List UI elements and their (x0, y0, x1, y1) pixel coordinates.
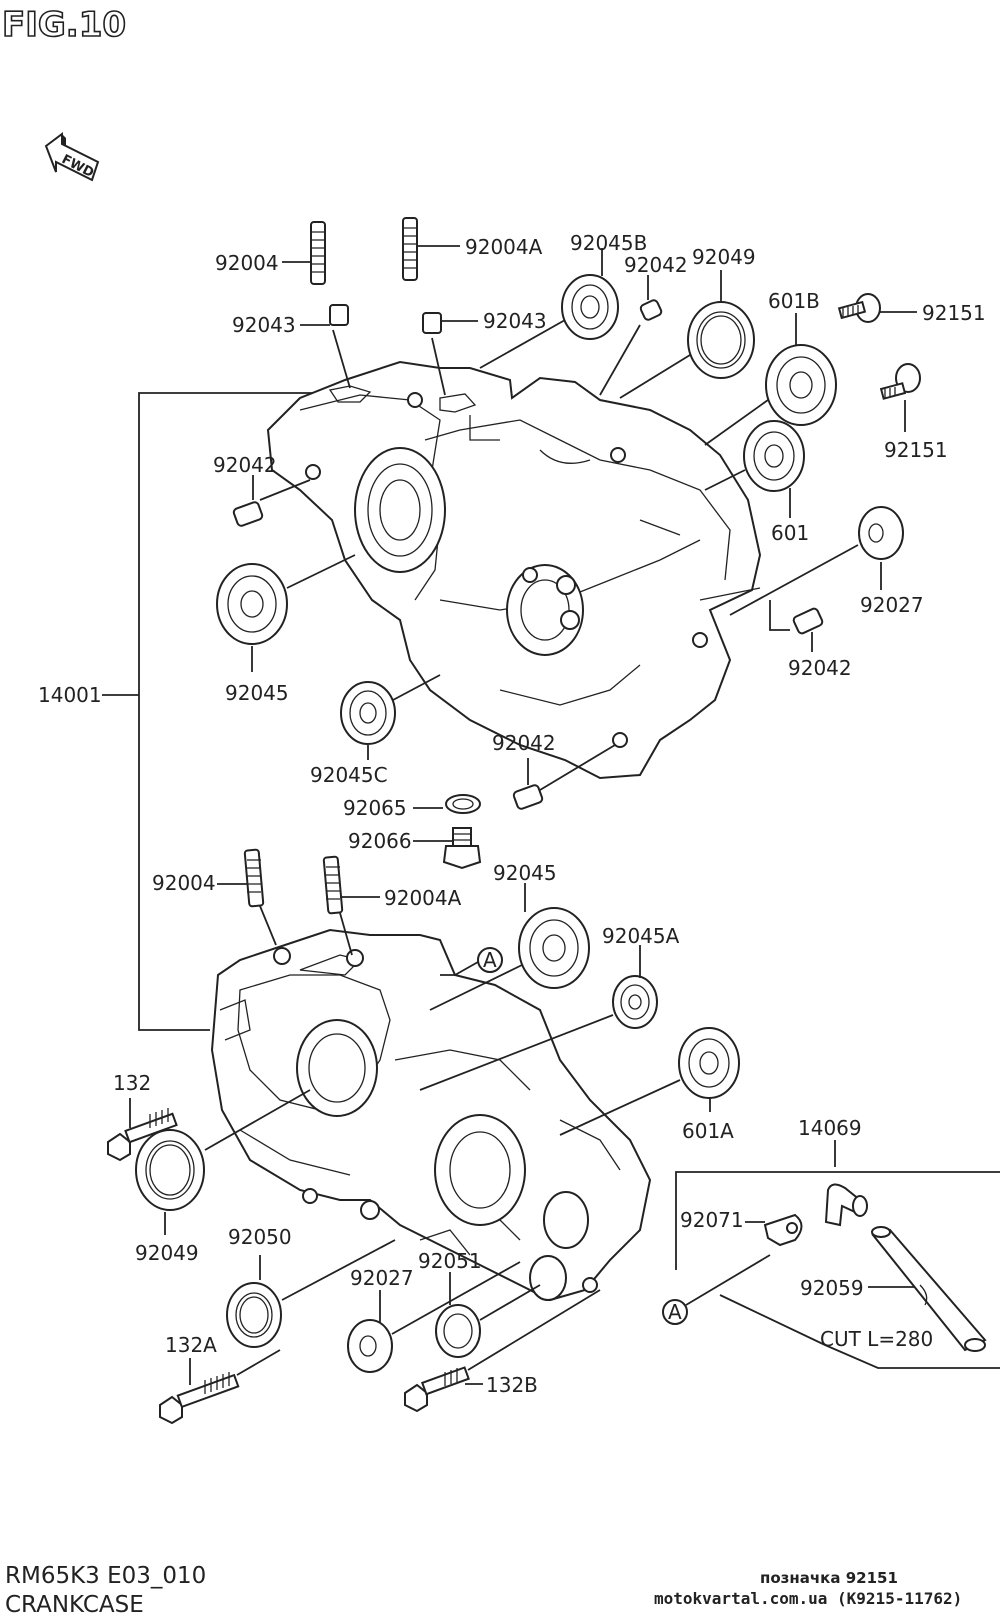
bearing-92045-low (429, 883, 590, 1011)
crankcase-bracket (102, 392, 328, 1031)
label-92066: 92066 (348, 829, 412, 853)
label-92043-left: 92043 (232, 313, 296, 337)
dowel-92042-mid (512, 744, 616, 810)
seal-92049-top (619, 270, 755, 399)
label-132A: 132A (165, 1333, 217, 1357)
label-92049-low: 92049 (135, 1241, 199, 1265)
bearing-601 (704, 420, 805, 518)
label-92059: 92059 (800, 1276, 864, 1300)
fwd-arrow-icon: FWD (44, 132, 100, 182)
label-92027-right: 92027 (860, 593, 924, 617)
figure-title: FIG.10 (2, 5, 126, 45)
label-601A: 601A (682, 1119, 734, 1143)
hose-kit-box (675, 1140, 1000, 1369)
stud-92004-top (282, 221, 351, 389)
label-92051: 92051 (418, 1249, 482, 1273)
bolt-132A (159, 1349, 281, 1425)
label-92045A: 92045A (602, 924, 680, 948)
washer-92027-right (729, 506, 904, 616)
washer-92027-low (347, 1261, 521, 1373)
label-92027-low: 92027 (350, 1266, 414, 1290)
elbow-fitting (824, 1183, 868, 1227)
label-92004-top: 92004 (215, 251, 279, 275)
label-92045-low: 92045 (493, 861, 557, 885)
label-92071: 92071 (680, 1208, 744, 1232)
dowel-92042-top (599, 275, 663, 396)
plug-92066 (413, 827, 482, 870)
label-92004A-top: 92004A (465, 235, 543, 259)
model-code: RM65K3 E03_010 (5, 1563, 206, 1589)
label-132: 132 (113, 1071, 151, 1095)
sleeve-92043-left (300, 304, 349, 326)
bearing-92045-left (216, 554, 356, 672)
bearing-92045A (419, 945, 658, 1091)
bearing-601A (559, 1027, 740, 1136)
label-92042-right: 92042 (788, 656, 852, 680)
bearing-601B (704, 313, 837, 446)
bolt-132B (404, 1289, 601, 1413)
label-92042-left: 92042 (213, 453, 277, 477)
seal-92051 (435, 1272, 541, 1358)
seal-92050 (226, 1239, 396, 1348)
label-14069: 14069 (798, 1116, 862, 1140)
watermark-line-2: motokvartal.com.ua (K9215-11762) (654, 1589, 962, 1608)
label-92045C: 92045C (310, 763, 388, 787)
crankcase-right-half (266, 360, 762, 780)
crankcase-left-half (210, 928, 652, 1302)
label-92151-b: 92151 (884, 438, 948, 462)
hose-92059 (868, 1226, 987, 1352)
svg-text:A: A (668, 1300, 682, 1324)
label-92151-a: 92151 (922, 301, 986, 325)
screw-92151-a (837, 293, 917, 323)
label-132B: 132B (486, 1373, 538, 1397)
dowel-92042-left (232, 475, 311, 527)
label-92045-left: 92045 (225, 681, 289, 705)
clamp-92071 (745, 1213, 803, 1247)
label-92065: 92065 (343, 796, 407, 820)
label-92004-low: 92004 (152, 871, 216, 895)
label-92043-right: 92043 (483, 309, 547, 333)
stud-92004A-low (322, 855, 380, 956)
screw-92151-b (879, 363, 921, 432)
reference-marker-a-bottom: A (662, 1254, 771, 1325)
bearing-92045C (340, 674, 441, 760)
svg-text:A: A (483, 948, 497, 972)
label-92004A-low: 92004A (384, 886, 462, 910)
washer-92065 (413, 794, 481, 814)
cut-note: CUT L=280 (820, 1327, 933, 1351)
label-14001: 14001 (38, 683, 102, 707)
bearing-92045B (479, 248, 619, 369)
stud-92004-low (217, 848, 277, 946)
bolt-132 (107, 1098, 178, 1162)
label-601: 601 (771, 521, 809, 545)
sleeve-92043-right (422, 312, 478, 334)
section-name: CRANKCASE (5, 1592, 144, 1618)
label-92042-mid: 92042 (492, 731, 556, 755)
seal-92049-low (135, 1089, 311, 1235)
label-601B: 601B (768, 289, 820, 313)
watermark-line-1: позначка 92151 (760, 1569, 898, 1587)
label-92045B: 92045B (570, 231, 647, 255)
label-92042-top: 92042 (624, 253, 688, 277)
reference-marker-a-top: A (440, 947, 503, 976)
label-92050: 92050 (228, 1225, 292, 1249)
stud-92004A-top (402, 217, 460, 396)
dowel-92042-right (769, 600, 824, 652)
label-92049-top: 92049 (692, 245, 756, 269)
